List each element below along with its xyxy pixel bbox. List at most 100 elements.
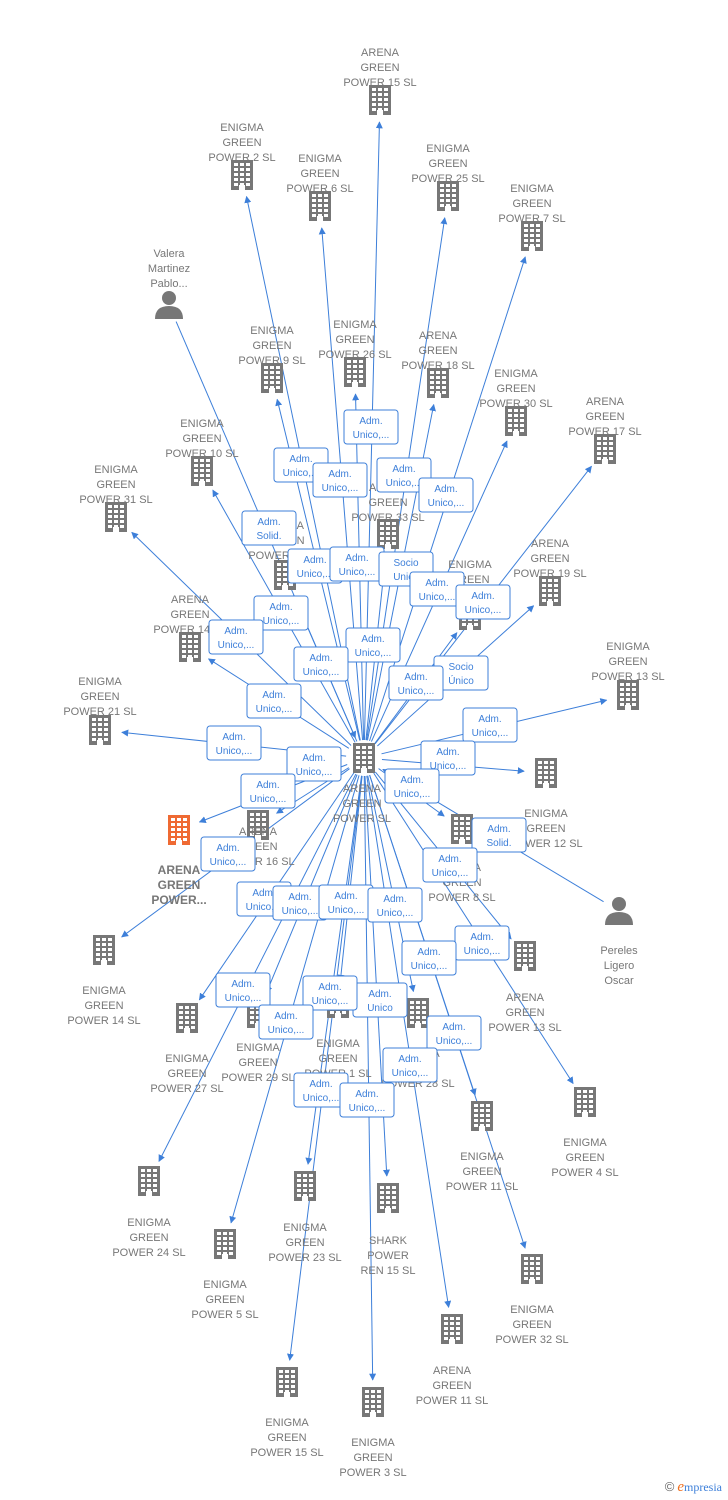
edge-role-label[interactable]: Adm.Unico,...	[200, 836, 256, 872]
node-label-line: POWER 6 SL	[286, 183, 353, 195]
edge-role-label[interactable]: Adm.Unico,...	[312, 462, 368, 498]
building-icon	[539, 576, 561, 606]
building-icon	[369, 85, 391, 115]
edge-role-text: Unico,...	[246, 902, 283, 913]
edge-role-label[interactable]: Adm.Unico,...	[376, 457, 432, 493]
edge-role-label[interactable]: Adm.Unico,...	[422, 847, 478, 883]
edge-role-label[interactable]: Adm.Unico,...	[455, 584, 511, 620]
node-label-line: POWER...	[151, 893, 206, 907]
edge-role-label[interactable]: Adm.Unico,...	[426, 1015, 482, 1051]
edge-role-label[interactable]: Adm.Unico,...	[206, 725, 262, 761]
edge-role-label[interactable]: Adm.Unico,...	[253, 595, 309, 631]
edge-role-label[interactable]: Adm.Unico,...	[240, 773, 296, 809]
company-node[interactable]: ARENAGREENPOWER...	[151, 815, 207, 907]
edge-role-label[interactable]: Adm.Unico,...	[215, 972, 271, 1008]
edge-role-label[interactable]: Adm.Unico,...	[286, 746, 342, 782]
edge-role-label[interactable]: Adm.Unico,...	[302, 975, 358, 1011]
node-label-line: ARENA	[158, 863, 201, 877]
building-icon	[247, 810, 269, 840]
edge-role-text: Adm.	[231, 979, 254, 990]
edge-role-label[interactable]: Adm.Unico,...	[367, 887, 423, 923]
node-label-line: POWER 15 SL	[343, 77, 416, 89]
edge-role-label[interactable]: Adm.Unico,...	[293, 1072, 349, 1108]
edge-role-label[interactable]: Adm.Solid.	[241, 510, 297, 546]
edge-role-text: Unico,...	[322, 483, 359, 494]
building-icon	[407, 998, 429, 1028]
edge-role-label[interactable]: Adm.Unico,...	[382, 1047, 438, 1083]
building-icon	[191, 456, 213, 486]
edge-role-label[interactable]: Adm.Unico	[352, 982, 408, 1018]
edge-role-label[interactable]: Adm.Unico,...	[293, 646, 349, 682]
person-node[interactable]: ValeraMartinezPablo...	[148, 248, 190, 319]
node-label-line: POWER 13 SL	[488, 1022, 561, 1034]
edge-role-label[interactable]: Adm.Unico,...	[420, 740, 476, 776]
edge-role-label[interactable]: Adm.Unico,...	[462, 707, 518, 743]
node-label-line: ARENA	[531, 538, 570, 550]
edge-role-label[interactable]: Adm.Unico,...	[345, 627, 401, 663]
edge-role-label[interactable]: Adm.Unico,...	[384, 768, 440, 804]
edge-role-text: Unico,...	[355, 648, 392, 659]
edge-role-label[interactable]: Adm.Unico,...	[329, 546, 385, 582]
building-icon	[294, 1171, 316, 1201]
edge-role-label[interactable]: Adm.Unico,...	[388, 665, 444, 701]
edge-role-label[interactable]: Adm.Unico,...	[454, 925, 510, 961]
edge-role-label[interactable]: Adm.Unico,...	[339, 1082, 395, 1118]
node-label-line: Ligero	[604, 960, 635, 972]
edge-role-label[interactable]: Adm.Unico,...	[208, 619, 264, 655]
node-label-line: ARENA	[171, 594, 210, 606]
edge-role-label[interactable]: Adm.Unico,...	[287, 548, 343, 584]
building-icon	[138, 1166, 160, 1196]
edge-role-label[interactable]: Adm.Unico,...	[318, 884, 374, 920]
edge-role-text: Unico,...	[472, 728, 509, 739]
edge-role-label[interactable]: Adm.Unico,...	[246, 683, 302, 719]
edge-role-text: Unico	[367, 1003, 393, 1014]
edge-role-label[interactable]: Adm.Unico,...	[409, 571, 465, 607]
brand-footer[interactable]: ©empresia	[665, 1479, 722, 1496]
edge-line	[158, 773, 357, 1163]
node-label-line: POWER 2 SL	[208, 152, 275, 164]
building-icon	[377, 1183, 399, 1213]
edge-role-text: Adm.	[487, 824, 510, 835]
edge-role-text: Unico,...	[339, 567, 376, 578]
edge-role-label[interactable]: Adm.Unico,...	[258, 1004, 314, 1040]
edge-role-label[interactable]: Adm.Unico,...	[418, 477, 474, 513]
edge-role-label[interactable]: Adm.Unico,...	[272, 885, 328, 921]
edge-role-label[interactable]: Adm.Unico,...	[343, 409, 399, 445]
edge-role-label[interactable]: Adm.Solid.	[471, 817, 527, 853]
edge-role-label[interactable]: Adm.Unico,...	[401, 940, 457, 976]
edge-role-text: Adm.	[404, 672, 427, 683]
